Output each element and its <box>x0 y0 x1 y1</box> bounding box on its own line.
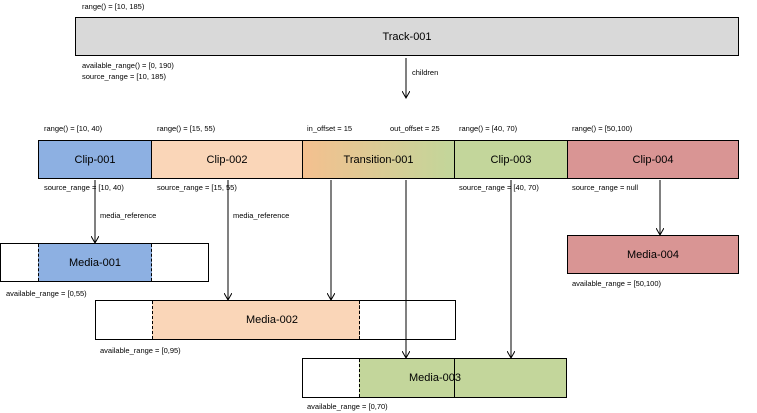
clip-001-box: Clip-001 <box>38 140 152 179</box>
media-003-clip-boundary <box>454 359 455 397</box>
transition-in-offset-label: in_offset = 15 <box>307 124 353 133</box>
media-003-available-range-label: available_range = [0,70) <box>307 402 388 411</box>
media-002-used-region <box>152 301 360 339</box>
clip-003-box: Clip-003 <box>454 140 568 179</box>
transition-out-offset-label: out_offset = 25 <box>390 124 440 133</box>
track-source-range-label: source_range = [10, 185) <box>82 72 167 81</box>
media-002-available-range-label: available_range = [0,95) <box>100 346 181 355</box>
clip-004-range-label: range() = [50,100) <box>572 124 633 133</box>
transition-001-box: Transition-001 <box>302 140 455 179</box>
clip-004-source-range-label: source_range = null <box>572 183 639 192</box>
media-001-used-region <box>38 244 152 281</box>
media-003-used-region <box>359 359 566 397</box>
media-004-name: Media-004 <box>627 248 679 261</box>
media-002-label-holder: Media-002 <box>152 301 392 339</box>
track-range-label: range() = [10, 185) <box>82 2 145 11</box>
track-box: Track-001 <box>75 17 739 56</box>
clip-003-source-range-label: source_range = [40, 70) <box>459 183 539 192</box>
media-001-available-range-label: available_range = [0,55) <box>6 289 87 298</box>
clip-001-media-reference-label: media_reference <box>100 211 157 220</box>
media-003-label-holder: Media-003 <box>360 359 510 397</box>
clip-002-name: Clip-002 <box>206 153 248 166</box>
clip-003-range-label: range() = [40, 70) <box>459 124 518 133</box>
media-002-name: Media-002 <box>246 314 298 326</box>
media-001-name: Media-001 <box>69 256 121 269</box>
clip-004-box: Clip-004 <box>567 140 739 179</box>
clip-003-name: Clip-003 <box>490 153 532 166</box>
clip-002-range-label: range() = [15, 55) <box>157 124 216 133</box>
clip-001-name: Clip-001 <box>74 153 116 166</box>
media-004-available-range-label: available_range = [50,100) <box>572 279 662 288</box>
clip-002-media-reference-label: media_reference <box>233 211 290 220</box>
clip-001-source-range-label: source_range = [10, 40) <box>44 183 124 192</box>
clip-002-source-range-label: source_range = [15, 55) <box>157 183 237 192</box>
track-available-range-label: available_range() = [0, 190) <box>82 61 174 70</box>
media-001-label-holder: Media-001 <box>38 244 152 281</box>
track-name: Track-001 <box>382 30 432 43</box>
clip-004-name: Clip-004 <box>632 153 674 166</box>
transition-001-name: Transition-001 <box>343 153 414 166</box>
media-003-name: Media-003 <box>409 372 461 384</box>
media-004-box: Media-004 <box>567 235 739 274</box>
clip-002-box: Clip-002 <box>151 140 303 179</box>
clip-001-range-label: range() = [10, 40) <box>44 124 103 133</box>
children-label: children <box>412 68 439 77</box>
